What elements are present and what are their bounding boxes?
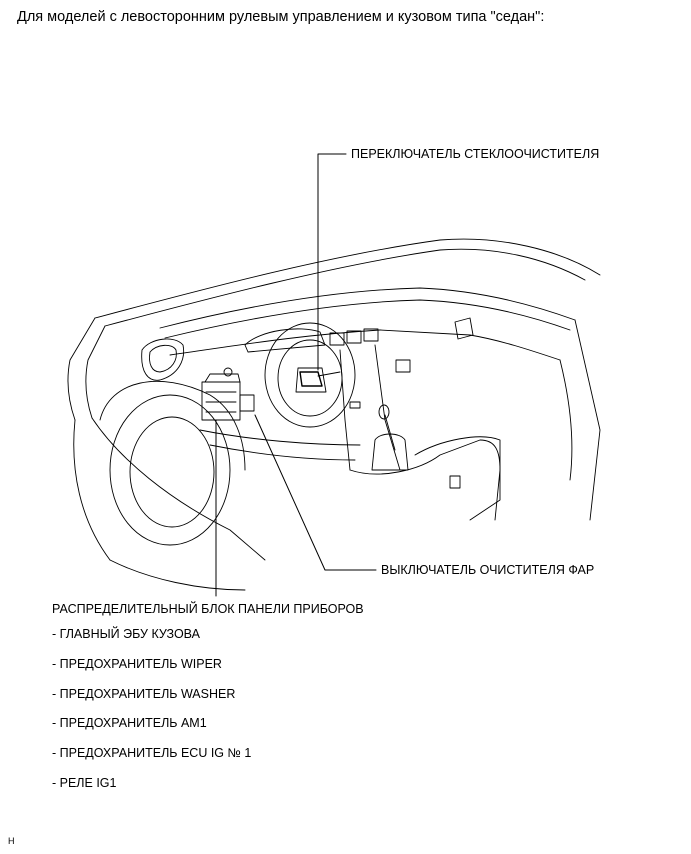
a-pillar [67,317,96,421]
lower-dash-front [209,444,356,461]
dashboard-top-rear [164,299,571,339]
gear-knob [378,404,390,420]
junction-block-item: - ГЛАВНЫЙ ЭБУ КУЗОВА [52,627,200,641]
steering-hub [295,367,327,393]
rocker-panel [109,559,246,591]
junction-block-item: - ПРЕДОХРАНИТЕЛЬ WIPER [52,657,222,671]
wheel-arch [99,380,246,471]
center-stack-left [339,349,351,471]
junction-block-top [204,373,241,383]
front-wheel-rim [129,416,215,528]
wiper-switch-stalk [299,371,323,387]
callout-headlamp-cleaner-switch: ВЫКЛЮЧАТЕЛЬ ОЧИСТИТЕЛЯ ФАР [381,563,595,577]
center-vent-mid [346,330,362,344]
center-button [349,401,361,409]
leader-headlamp-switch [254,414,377,571]
junction-block-body [201,381,241,421]
figure-code: H [8,836,15,846]
center-panel [395,359,411,373]
dashboard-right-end [574,319,601,521]
steering-wheel [264,322,356,428]
console-cupholder [449,475,461,489]
door-front-edge [73,419,111,561]
lower-dash [199,429,361,446]
door-line [91,417,266,561]
center-vent-left [329,332,345,346]
junction-block-item: - РЕЛЕ IG1 [52,776,117,790]
instrument-cluster [244,328,326,353]
junction-block-side [239,394,255,412]
windshield-upper-edge [94,238,601,319]
page-heading: Для моделей с левосторонним рулевым упра… [17,9,545,25]
console-armrest [414,436,501,521]
junction-block-connector [223,367,233,377]
junction-block-detail [205,391,237,413]
dashboard-top [159,287,576,329]
center-stack [374,344,401,471]
front-wheel [109,394,231,546]
junction-block-item: - ПРЕДОХРАНИТЕЛЬ WASHER [52,687,236,701]
center-console [349,439,501,521]
leader-wiper-switch [317,153,347,371]
dashboard-face [169,329,561,361]
junction-block-item: - ПРЕДОХРАНИТЕЛЬ AM1 [52,716,207,730]
junction-block-item: - ПРЕДОХРАНИТЕЛЬ ECU IG № 1 [52,746,252,760]
steering-wheel-inner [277,339,343,417]
windshield-inner-edge [104,248,586,327]
callout-wiper-switch: ПЕРЕКЛЮЧАТЕЛЬ СТЕКЛООЧИСТИТЕЛЯ [351,147,600,161]
wiper-switch-lever [317,371,341,377]
gear-boot [371,433,409,471]
a-pillar-inner [85,325,106,419]
callout-junction-block: РАСПРЕДЕЛИТЕЛЬНЫЙ БЛОК ПАНЕЛИ ПРИБОРОВ [52,602,364,616]
side-mirror-glass [149,344,177,373]
center-vent-right [363,328,379,342]
side-mirror [141,338,185,381]
dashboard-right-inner [559,359,573,481]
right-vent [454,317,474,340]
gear-lever [384,414,396,451]
